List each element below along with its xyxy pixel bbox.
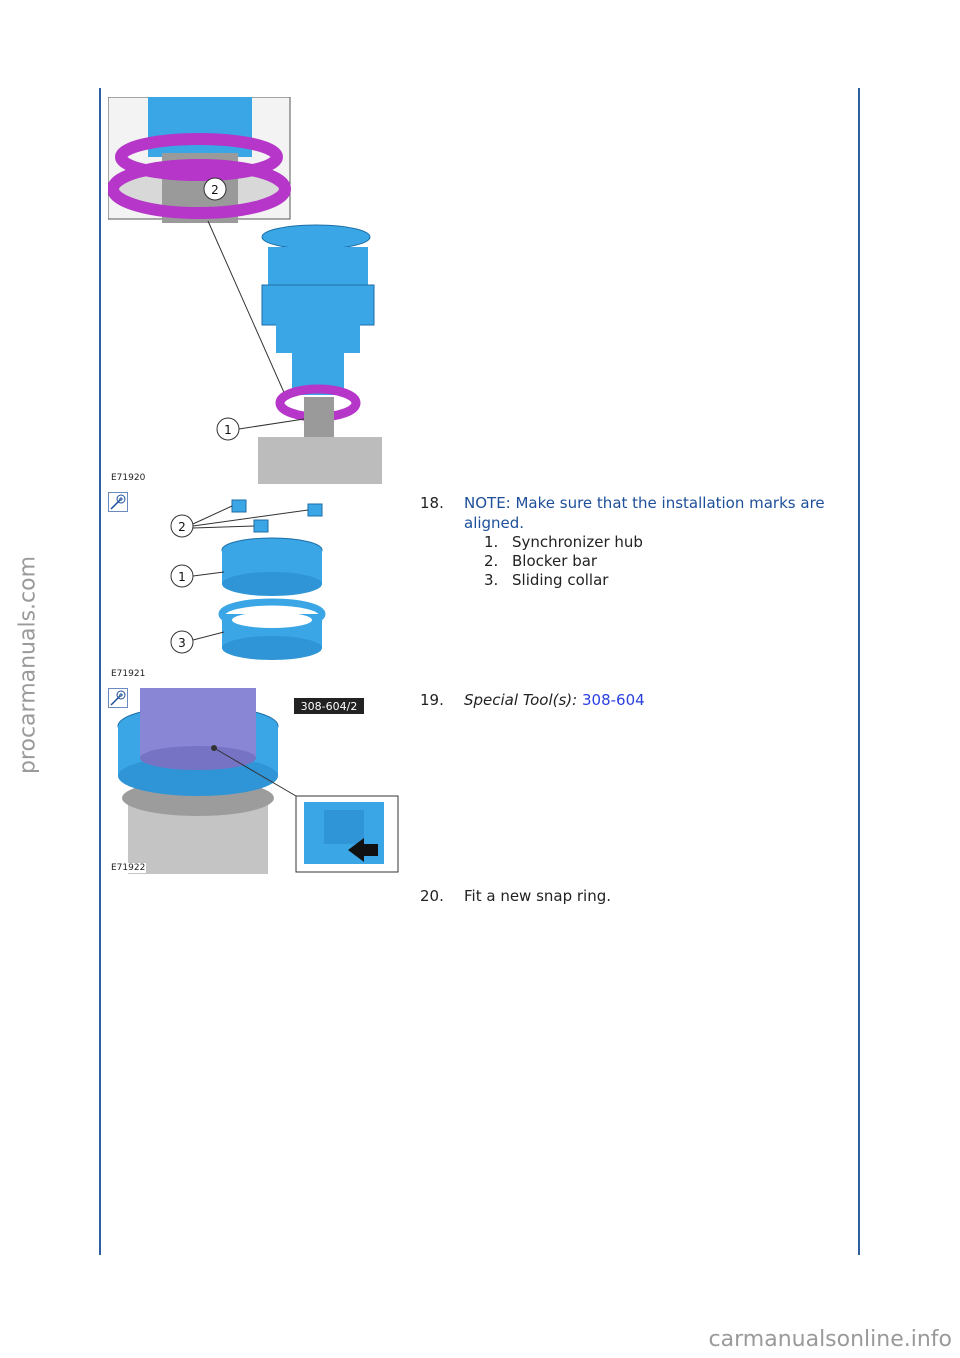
side-watermark-text: procarmanuals.com (15, 555, 41, 775)
special-tool-link[interactable]: 308-604 (582, 691, 645, 709)
step-20: 20. Fit a new snap ring. (420, 886, 840, 906)
callout-2-fig2: 2 (178, 520, 186, 534)
special-tool-label: Special Tool(s): (464, 691, 578, 709)
figure-code: E71920 (110, 473, 147, 483)
step-number: 18. (420, 494, 444, 512)
step-19: 19. Special Tool(s): 308-604 (420, 690, 840, 710)
synchronizer-exploded-illustration: 2 1 3 (170, 499, 326, 660)
step-number: 19. (420, 691, 444, 709)
figure-e71922: 308-604/2 E71922 (108, 688, 400, 874)
step-text: Fit a new snap ring. (464, 887, 612, 905)
parts-list: 1.Synchronizer hub 2.Blocker bar 3.Slidi… (464, 533, 840, 590)
step-18: 18. NOTE: Make sure that the installatio… (420, 493, 840, 590)
step-note: NOTE: Make sure that the installation ma… (464, 494, 825, 532)
list-item: 1.Synchronizer hub (484, 533, 643, 551)
callout-2-fig1: 2 (211, 183, 219, 197)
gear-shaft-illustration: 2 1 (108, 97, 382, 484)
figure-code: E71921 (110, 669, 147, 679)
tool-tag: 308-604/2 (301, 700, 358, 713)
callout-1-fig1: 1 (224, 423, 232, 437)
step-number: 20. (420, 887, 444, 905)
figure-code: E71922 (110, 863, 147, 873)
side-watermark: procarmanuals.com (8, 555, 48, 775)
zoom-icon[interactable] (108, 688, 128, 708)
callout-3-fig2: 3 (178, 636, 186, 650)
callout-1-fig2: 1 (178, 570, 186, 584)
right-margin-rule (858, 88, 860, 1255)
left-margin-rule (99, 88, 101, 1255)
bottom-watermark: carmanualsonline.info (708, 1327, 952, 1352)
special-tool-installation-illustration: 308-604/2 (117, 688, 399, 874)
list-item: 3.Sliding collar (484, 571, 609, 589)
zoom-icon[interactable] (108, 492, 128, 512)
list-item: 2.Blocker bar (484, 552, 598, 570)
figure-e71921: 2 1 3 E71921 (108, 490, 382, 680)
figure-e71920: 2 1 E71920 (108, 97, 382, 484)
